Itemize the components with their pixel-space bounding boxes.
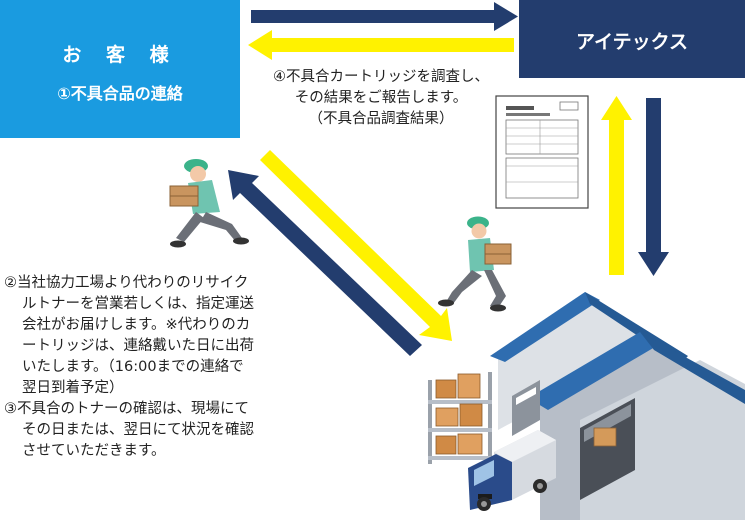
customer-title: お 客 様 <box>62 44 178 66</box>
report-note-line: （不具合品調査結果） <box>308 111 454 127</box>
report-document-icon <box>495 95 589 209</box>
report-note-line: その結果をご報告します。 <box>294 90 468 106</box>
delivery-note-line: 会社がお届けします。※代わりのカ <box>22 317 251 333</box>
arrow-company-to-customer <box>248 30 514 60</box>
delivery-note-line: ②当社協力工場より代わりのリサイク <box>4 275 249 291</box>
arrow-warehouse-to-company <box>601 96 632 275</box>
arrow-company-to-warehouse <box>638 98 669 276</box>
report-note-line: ④不具合カートリッジを調査し、 <box>273 69 489 85</box>
arrow-customer-to-warehouse <box>260 150 452 341</box>
customer-box: お 客 様 ①不具合品の連絡 <box>0 0 240 138</box>
arrow-customer-to-company <box>251 2 518 31</box>
delivery-note-line: ルトナーを営業若しくは、指定運送 <box>22 296 254 312</box>
company-box: アイテックス <box>519 0 745 78</box>
step1-label: ①不具合品の連絡 <box>57 84 183 103</box>
delivery-person-icon <box>438 216 512 312</box>
arrow-warehouse-to-customer <box>228 170 422 356</box>
delivery-note-line: ートリッジは、連絡戴いた日に出荷 <box>22 338 254 354</box>
shelf-boxes-icon <box>428 372 492 464</box>
warehouse-icon <box>490 292 745 520</box>
company-title: アイテックス <box>575 31 689 53</box>
delivery-note-line: いたします。（16:00までの連絡で <box>22 359 244 375</box>
confirmation-note-line: その日または、翌日にて状況を確認 <box>22 422 254 438</box>
truck-icon <box>468 430 556 511</box>
report-note: ④不具合カートリッジを調査し、 その結果をご報告します。 （不具合品調査結果） <box>252 67 510 130</box>
delivery-note: ②当社協力工場より代わりのリサイク ルトナーを営業若しくは、指定運送 会社がお届… <box>4 273 254 462</box>
confirmation-note-line: ③不具合のトナーの確認は、現場にて <box>4 401 249 417</box>
confirmation-note-line: させていただきます。 <box>22 443 166 459</box>
delivery-person-icon <box>169 159 249 248</box>
delivery-note-line: 翌日到着予定） <box>22 380 124 396</box>
